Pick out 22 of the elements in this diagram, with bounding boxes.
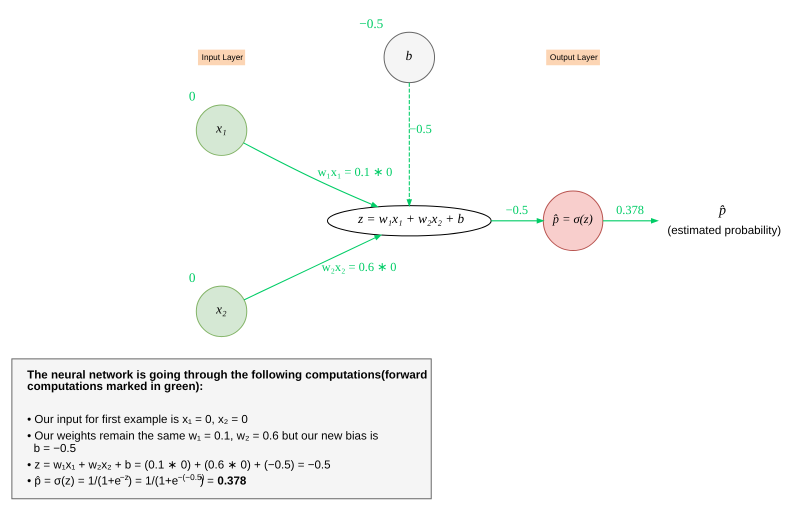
node-circle: b [384, 31, 436, 83]
arrow [603, 218, 659, 224]
node-label: −0.5 [359, 15, 384, 30]
node-circle: x₁ [196, 104, 248, 156]
edge-label: w₂x₂ = 0.6 ∗ 0 [322, 260, 396, 274]
node-box: The neural network is going through the following computations(forward computations marked in green): • Our input for first example is x₁ = 0, x₂ = 0 • Our weights remain the same w₁ = 0.1, w₂ = 0.6 but our new bias is b = −0.5 • z = w₁x₁ + w₂x₂ + b = (0.1 ∗ 0) + (0.6 ∗ 0) + (−0.5) = −0.5 • p̂ = σ(z) = 1/(1+e$^{−z}$) = 1/(1+e$^{−(−0.5)}$) = 0.378 [11, 358, 432, 499]
label: Input Layer [202, 52, 244, 62]
edge-label: 0.378 [616, 202, 644, 217]
arrow [491, 218, 545, 224]
node-label: 0 [188, 88, 196, 104]
arrow [406, 82, 412, 207]
edge-label: −0.5 [506, 202, 528, 217]
node-circle: p̂ = σ(z) [542, 190, 604, 251]
node-circle: x₂ [196, 285, 248, 337]
node-text: p̂ (estimated probability) [667, 202, 782, 237]
arrow [244, 234, 382, 300]
label: Output Layer [550, 52, 598, 62]
node-label: 0 [188, 269, 196, 284]
edge-label: −0.5 [409, 122, 432, 136]
arrow [243, 142, 379, 207]
node-ellipse: z = w₁x₁ + w₂x₂ + b [326, 204, 492, 236]
edge-label: w₁x₁ = 0.1 ∗ 0 [317, 164, 392, 179]
